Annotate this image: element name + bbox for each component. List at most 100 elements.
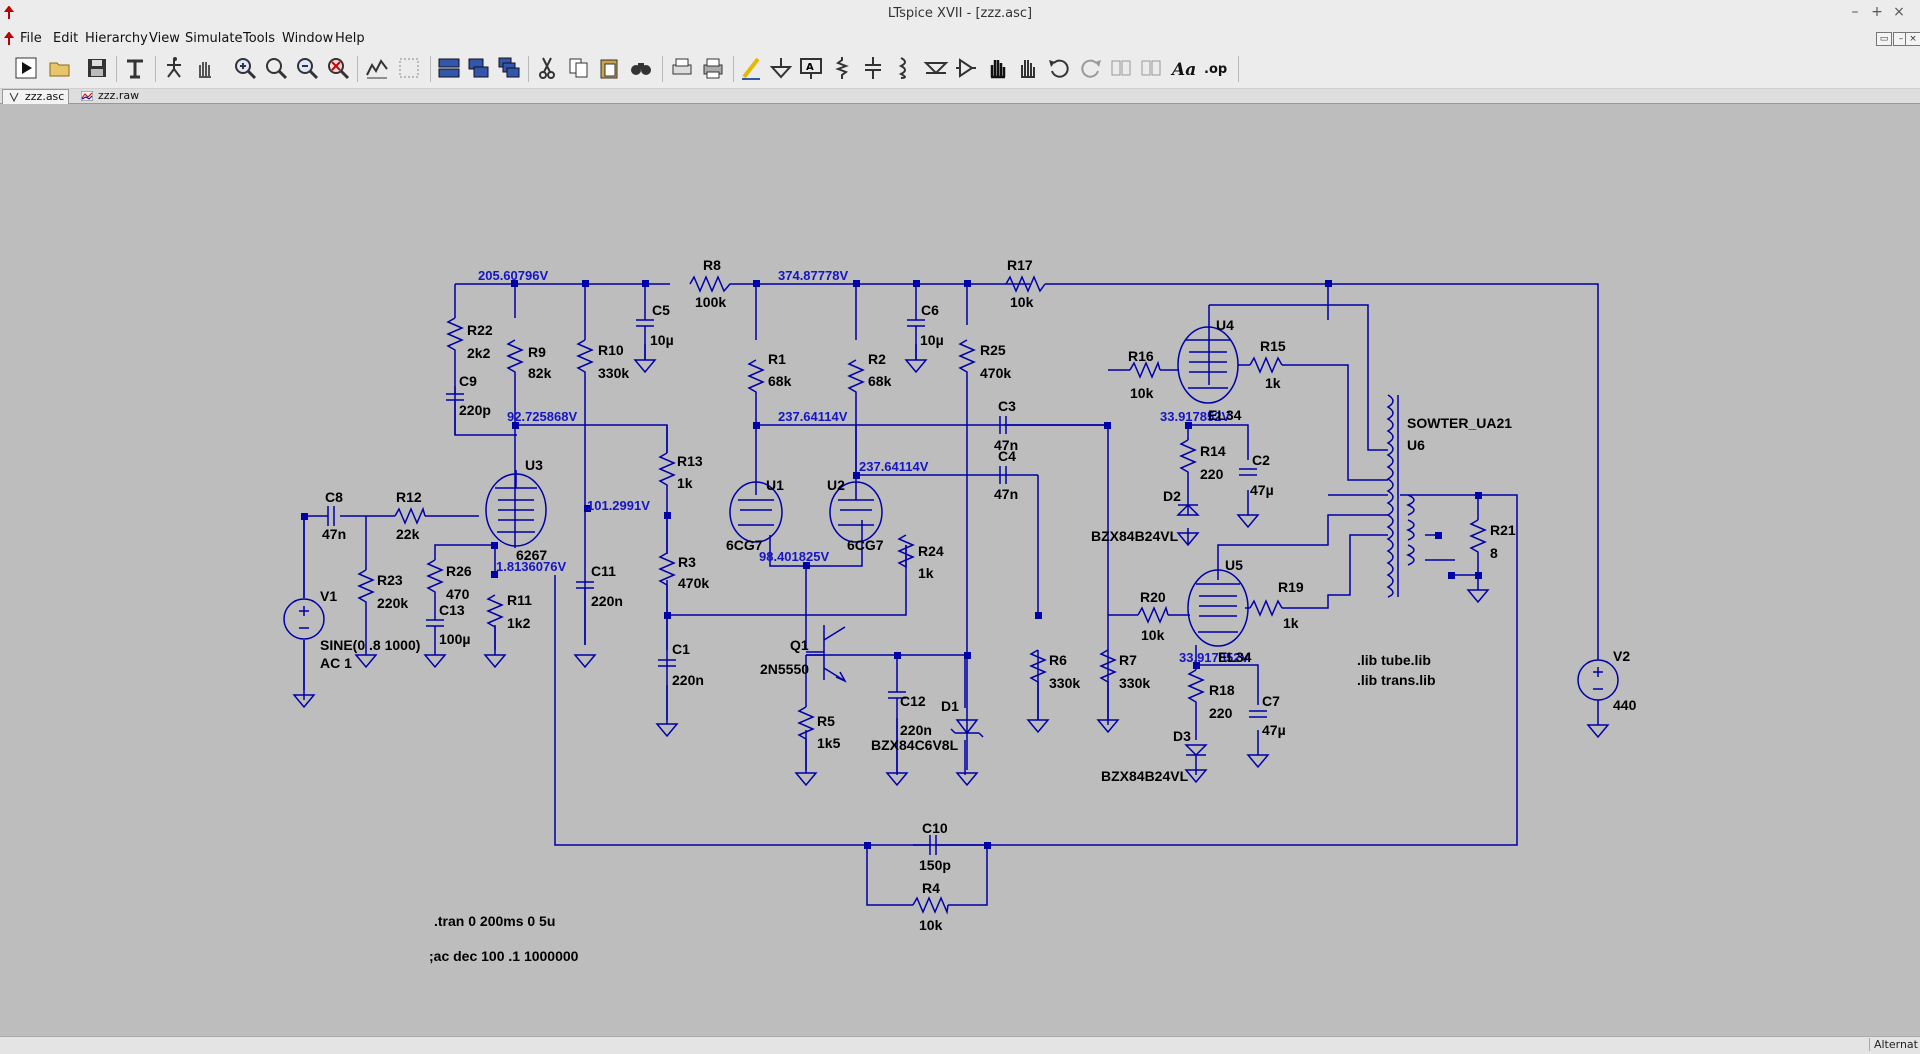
ref-label[interactable]: C3 [998,398,1016,414]
ref-label[interactable]: R4 [922,880,940,896]
value-label[interactable]: 330k [1049,675,1080,691]
cascade-icon[interactable] [496,55,522,81]
spice-directive-icon[interactable]: .op [1203,55,1229,81]
ref-label[interactable]: U2 [827,477,845,493]
ref-label[interactable]: R23 [377,572,403,588]
value-label[interactable]: 470 [446,586,470,602]
fit-icon[interactable] [396,55,422,81]
tube-u2[interactable] [829,481,883,543]
ref-label[interactable]: C1 [672,641,690,657]
ltspice-app-icon[interactable] [4,6,14,20]
minimize-button[interactable]: – [1851,4,1859,20]
value-label[interactable]: SINE(0 .8 1000) [320,637,420,653]
ref-label[interactable]: R14 [1200,443,1226,459]
mdi-close-button[interactable]: × [1905,32,1920,46]
ref-label[interactable]: U1 [766,477,784,493]
draw-wire-icon[interactable] [738,55,764,81]
spice-directive[interactable]: .lib trans.lib [1357,672,1436,688]
ref-label[interactable]: U3 [525,457,543,473]
value-label[interactable]: 68k [768,373,792,389]
value-label[interactable]: EL34 [1208,407,1242,423]
ref-label[interactable]: R26 [446,563,472,579]
value2-label[interactable]: AC 1 [320,655,352,671]
ref-label[interactable]: C10 [922,820,948,836]
ref-label[interactable]: D2 [1163,488,1181,504]
ref-label[interactable]: R21 [1490,522,1516,538]
ref-label[interactable]: R19 [1278,579,1304,595]
voltage-label[interactable]: 205.60796V [478,268,548,283]
value-label[interactable]: 150p [919,857,951,873]
print-preview-icon[interactable] [669,55,695,81]
tube-u5[interactable] [1187,569,1249,647]
voltage-label[interactable]: 1.8136076V [496,559,566,574]
value-label[interactable]: 68k [868,373,892,389]
value-label[interactable]: BZX84C6V8L [871,737,959,753]
ground-icon[interactable] [768,55,794,81]
value-label[interactable]: 10k [1130,385,1154,401]
value-label[interactable]: 47n [994,437,1018,453]
value-label[interactable]: 330k [1119,675,1150,691]
value-label[interactable]: 1k [1265,375,1281,391]
ref-label[interactable]: D3 [1173,728,1191,744]
ref-label[interactable]: R3 [678,554,696,570]
schematic-canvas[interactable]: 205.60796V 374.87778V 92.725868V 237.641… [0,104,1920,1036]
ref-label[interactable]: U5 [1225,557,1243,573]
ref-label[interactable]: R15 [1260,338,1286,354]
menu-help[interactable]: Help [335,31,365,46]
ref-label[interactable]: C6 [921,302,939,318]
ref-label[interactable]: C13 [439,602,465,618]
spice-comment[interactable]: ;ac dec 100 .1 1000000 [429,948,579,964]
value-label[interactable]: 10k [1141,627,1165,643]
ref-label[interactable]: R20 [1140,589,1166,605]
label-net-icon[interactable]: A [798,55,824,81]
value-label[interactable]: 330k [598,365,629,381]
ref-label[interactable]: R13 [677,453,703,469]
voltage-label[interactable]: 101.2991V [587,498,650,513]
undo-icon[interactable] [1046,55,1072,81]
ref-label[interactable]: R2 [868,351,886,367]
tab-zzz-asc[interactable]: zzz.asc [2,89,70,104]
value-label[interactable]: 47n [322,526,346,542]
open-icon[interactable] [47,55,73,81]
ref-label[interactable]: D1 [941,698,959,714]
transformer-u6[interactable] [1386,394,1415,598]
menu-edit[interactable]: Edit [53,31,79,46]
ref-label[interactable]: C5 [652,302,670,318]
value-label[interactable]: 1k [677,475,693,491]
maximize-button[interactable]: + [1871,4,1883,20]
ref-label[interactable]: Q1 [790,637,809,653]
ref-label[interactable]: R18 [1209,682,1235,698]
voltage-label[interactable]: 33.917852V [1179,650,1249,665]
value-label[interactable]: 82k [528,365,552,381]
value-label[interactable]: 220n [900,722,932,738]
rotate-icon[interactable] [1108,55,1134,81]
mdi-restore-button[interactable]: ▭ [1876,32,1892,46]
ref-label[interactable]: R5 [817,713,835,729]
tube-u1[interactable] [729,481,783,543]
value-label[interactable]: 220n [591,593,623,609]
value-label[interactable]: 1k5 [817,735,841,751]
value-label[interactable]: 10k [1010,294,1034,310]
ref-label[interactable]: R24 [918,543,944,559]
ref-label[interactable]: U4 [1216,317,1234,333]
ref-label[interactable]: R6 [1049,652,1067,668]
close-button[interactable]: × [1893,4,1905,20]
ref-label[interactable]: R22 [467,322,493,338]
menu-file[interactable]: File [20,31,42,46]
cut-icon[interactable] [534,55,560,81]
mirror-icon[interactable] [1138,55,1164,81]
spice-directive[interactable]: .tran 0 200ms 0 5u [434,913,555,929]
menu-hierarchy[interactable]: Hierarchy [85,31,148,46]
value-label[interactable]: 6CG7 [847,537,884,553]
capacitor-icon[interactable] [860,55,886,81]
text-icon[interactable]: Aa [1170,55,1196,81]
zoom-area-icon[interactable] [263,55,289,81]
voltage-label[interactable]: 33.917852V [1160,409,1230,424]
ref-label[interactable]: C12 [900,693,926,709]
value-label[interactable]: 440 [1613,697,1637,713]
ref-label[interactable]: C9 [459,373,477,389]
voltage-label[interactable]: 237.64114V [859,459,929,474]
value-label[interactable]: 220n [672,672,704,688]
voltage-label[interactable]: 237.64114V [778,409,848,424]
voltage-label[interactable]: 374.87778V [778,268,848,283]
